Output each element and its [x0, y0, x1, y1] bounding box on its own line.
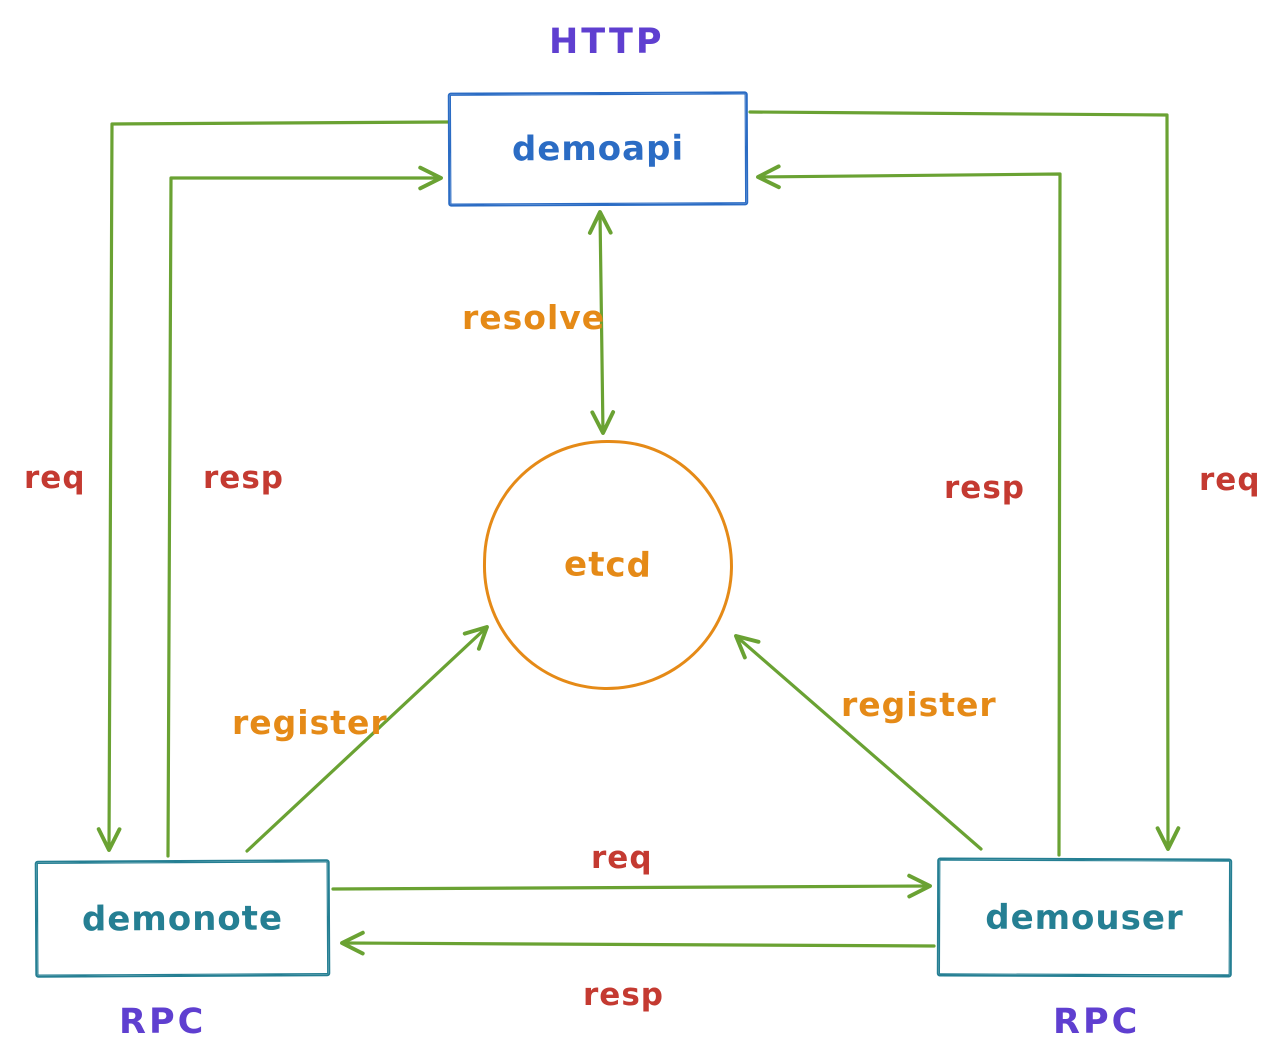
edge-resp-demouser-to-demonote[interactable] — [340, 930, 936, 956]
node-etcd-label: etcd — [563, 544, 653, 586]
node-demouser[interactable]: demouser — [936, 857, 1233, 978]
edge-label-req-left[interactable]: req — [24, 460, 86, 496]
node-demouser-label: demouser — [985, 897, 1184, 938]
node-demoapi[interactable]: demoapi — [447, 91, 749, 207]
edge-label-resp-right[interactable]: resp — [944, 470, 1025, 506]
node-demonote-label: demonote — [81, 897, 284, 940]
protocol-label-rpc-demonote[interactable]: RPC — [119, 1002, 207, 1042]
edge-label-register-right[interactable]: register — [841, 685, 997, 724]
edge-label-resp-middle[interactable]: resp — [583, 977, 664, 1013]
edge-resp-demonote-to-demoapi[interactable] — [166, 165, 443, 858]
edge-req-demonote-to-demouser[interactable] — [331, 873, 932, 899]
edge-label-resp-left[interactable]: resp — [203, 460, 284, 496]
edge-req-demoapi-to-demouser[interactable] — [748, 110, 1181, 851]
edge-resolve-demoapi-etcd[interactable] — [587, 210, 616, 435]
protocol-label-http[interactable]: HTTP — [549, 22, 665, 62]
edge-req-demoapi-to-demonote[interactable] — [96, 120, 450, 852]
edge-label-resolve[interactable]: resolve — [462, 298, 606, 337]
edge-register-demouser-to-etcd[interactable] — [734, 634, 983, 851]
edge-label-register-left[interactable]: register — [232, 703, 388, 742]
node-demoapi-label: demoapi — [511, 128, 685, 170]
edge-register-demonote-to-etcd[interactable] — [245, 625, 489, 853]
protocol-label-rpc-demouser[interactable]: RPC — [1053, 1002, 1141, 1042]
edge-label-req-right[interactable]: req — [1199, 462, 1261, 498]
edge-resp-demouser-to-demoapi[interactable] — [756, 164, 1062, 857]
edge-label-req-middle[interactable]: req — [591, 840, 653, 876]
node-demonote[interactable]: demonote — [34, 859, 331, 978]
